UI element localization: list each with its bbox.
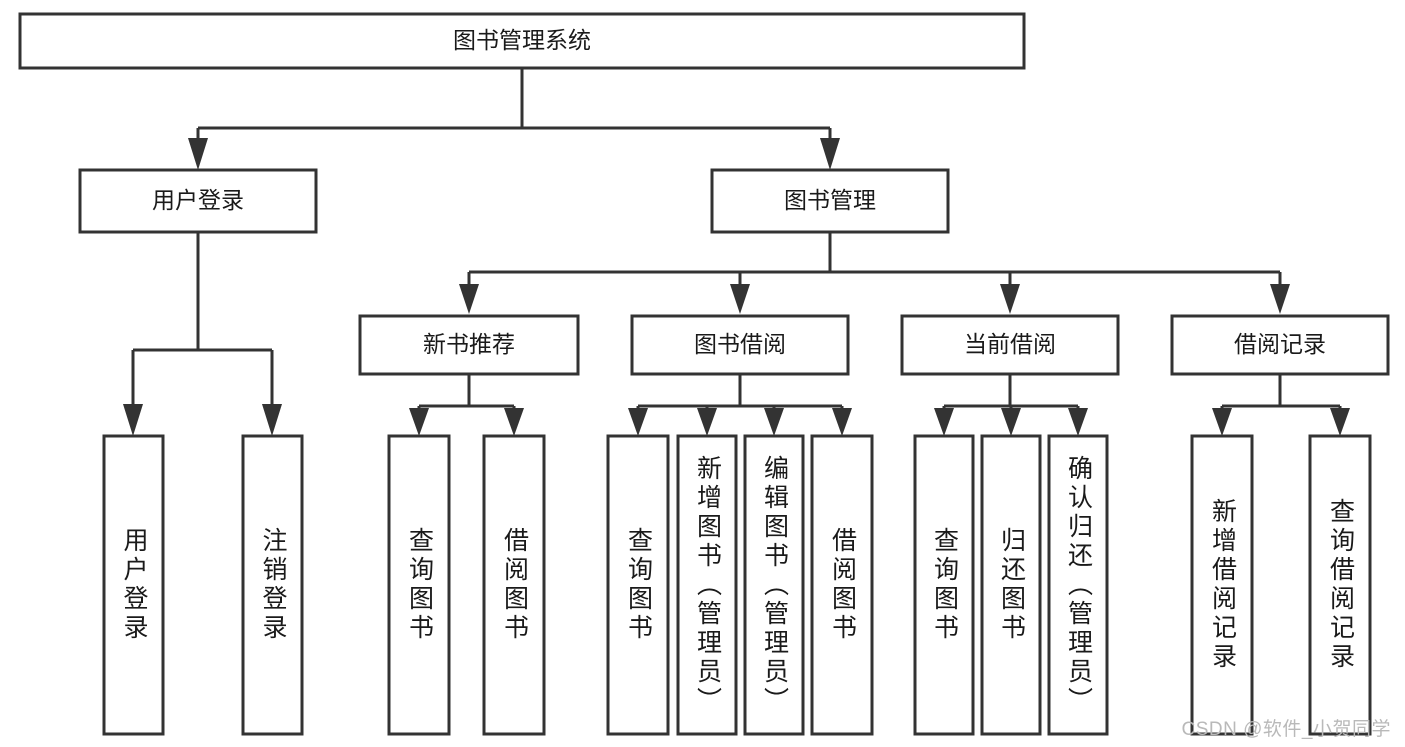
node-book-manage[interactable]: 图书管理	[710, 168, 950, 234]
arrow-head-leaf-logout	[262, 404, 282, 436]
node-leaf-logout-box[interactable]	[241, 434, 304, 736]
arrow-head-new-book-rec	[459, 284, 479, 314]
node-leaf-edit-book[interactable]: 编辑图书（管理员）	[743, 434, 805, 736]
node-new-book-rec[interactable]: 新书推荐	[358, 314, 580, 376]
arrow-head-leaf-query-book-1	[409, 408, 429, 436]
arrow-head-leaf-return-book	[1001, 408, 1021, 436]
node-new-book-rec-label: 新书推荐	[423, 331, 515, 357]
node-leaf-edit-book-box[interactable]	[743, 434, 805, 736]
node-leaf-borrow-book-1[interactable]: 借阅图书	[482, 434, 546, 736]
node-root[interactable]: 图书管理系统	[18, 12, 1026, 70]
node-leaf-user-login-box[interactable]	[102, 434, 165, 736]
arrow-head-leaf-borrow-book-2	[832, 408, 852, 436]
connector-group-book-manage	[459, 232, 1290, 314]
node-leaf-confirm-return-box[interactable]	[1047, 434, 1109, 736]
node-user-login[interactable]: 用户登录	[78, 168, 318, 234]
arrow-head-leaf-query-book-2	[628, 408, 648, 436]
node-leaf-user-login-label: 用户登录	[120, 527, 148, 643]
connector-group-user-login	[123, 232, 282, 436]
arrow-head-current-borrow	[1000, 284, 1020, 314]
node-leaf-borrow-book-2-label: 借阅图书	[828, 527, 857, 643]
csdn-watermark: CSDN @软件_小贺同学	[1181, 719, 1391, 740]
node-leaf-add-book-label: 新增图书（管理员）	[693, 454, 722, 716]
arrow-head-book-borrow	[730, 284, 750, 314]
node-borrow-record-box[interactable]	[1170, 314, 1390, 376]
arrow-head-leaf-add-record	[1212, 408, 1232, 436]
connector-group-current-borrow	[934, 374, 1088, 436]
node-leaf-user-login[interactable]: 用户登录	[102, 434, 165, 736]
node-leaf-query-record-box[interactable]	[1308, 434, 1372, 736]
node-user-login-label: 用户登录	[152, 187, 244, 213]
node-leaf-add-book-box[interactable]	[676, 434, 738, 736]
arrow-head-book-manage	[820, 138, 840, 170]
node-book-borrow-box[interactable]	[630, 314, 850, 376]
node-borrow-record[interactable]: 借阅记录	[1170, 314, 1390, 376]
node-book-manage-label: 图书管理	[784, 187, 876, 213]
node-leaf-query-book-3[interactable]: 查询图书	[913, 434, 975, 736]
node-leaf-add-record-box[interactable]	[1190, 434, 1254, 736]
node-book-borrow[interactable]: 图书借阅	[630, 314, 850, 376]
node-leaf-logout-label: 注销登录	[259, 527, 287, 643]
node-leaf-query-record[interactable]: 查询借阅记录	[1308, 434, 1372, 736]
arrow-head-leaf-user-login	[123, 404, 143, 436]
node-root-box[interactable]	[18, 12, 1026, 70]
node-leaf-query-book-2-box[interactable]	[606, 434, 670, 736]
node-leaf-borrow-book-2[interactable]: 借阅图书	[810, 434, 874, 736]
node-leaf-borrow-book-1-box[interactable]	[482, 434, 546, 736]
arrow-head-borrow-record	[1270, 284, 1290, 314]
node-leaf-query-book-3-label: 查询图书	[930, 527, 959, 643]
connector-group-borrow-record	[1212, 374, 1350, 436]
node-leaf-add-record-label: 新增借阅记录	[1208, 498, 1237, 672]
node-leaf-query-book-1-box[interactable]	[387, 434, 451, 736]
node-leaf-add-record[interactable]: 新增借阅记录	[1190, 434, 1254, 736]
node-leaf-confirm-return-label: 确认归还（管理员）	[1064, 454, 1093, 716]
arrow-head-leaf-add-book	[697, 408, 717, 436]
arrow-head-leaf-query-book-3	[934, 408, 954, 436]
arrow-head-leaf-edit-book	[764, 408, 784, 436]
node-book-borrow-label: 图书借阅	[694, 331, 786, 357]
node-current-borrow-label: 当前借阅	[964, 331, 1056, 357]
node-user-login-box[interactable]	[78, 168, 318, 234]
node-leaf-query-book-1[interactable]: 查询图书	[387, 434, 451, 736]
node-leaf-return-book[interactable]: 归还图书	[980, 434, 1042, 736]
node-borrow-record-label: 借阅记录	[1234, 331, 1326, 357]
node-leaf-return-book-box[interactable]	[980, 434, 1042, 736]
node-leaf-edit-book-label: 编辑图书（管理员）	[760, 454, 789, 716]
arrow-head-leaf-query-record	[1330, 408, 1350, 436]
node-new-book-rec-box[interactable]	[358, 314, 580, 376]
node-leaf-query-book-2-label: 查询图书	[624, 527, 653, 643]
node-book-manage-box[interactable]	[710, 168, 950, 234]
arrow-head-user-login	[188, 138, 208, 170]
arrow-head-leaf-borrow-book-1	[504, 408, 524, 436]
node-leaf-query-book-1-label: 查询图书	[405, 527, 434, 643]
node-leaf-add-book[interactable]: 新增图书（管理员）	[676, 434, 738, 736]
node-current-borrow-box[interactable]	[900, 314, 1120, 376]
node-current-borrow[interactable]: 当前借阅	[900, 314, 1120, 376]
node-leaf-return-book-label: 归还图书	[997, 527, 1026, 643]
node-leaf-confirm-return[interactable]: 确认归还（管理员）	[1047, 434, 1109, 736]
arrow-head-leaf-confirm-return	[1068, 408, 1088, 436]
connector-group-new-book-rec	[409, 374, 524, 436]
node-leaf-query-record-label: 查询借阅记录	[1326, 498, 1355, 672]
node-leaf-query-book-3-box[interactable]	[913, 434, 975, 736]
connector-group-book-borrow	[628, 374, 852, 436]
node-leaf-borrow-book-1-label: 借阅图书	[500, 527, 529, 643]
node-leaf-borrow-book-2-box[interactable]	[810, 434, 874, 736]
node-leaf-logout[interactable]: 注销登录	[241, 434, 304, 736]
node-leaf-query-book-2[interactable]: 查询图书	[606, 434, 670, 736]
node-root-label: 图书管理系统	[453, 27, 591, 53]
connector-group-root	[188, 68, 840, 170]
